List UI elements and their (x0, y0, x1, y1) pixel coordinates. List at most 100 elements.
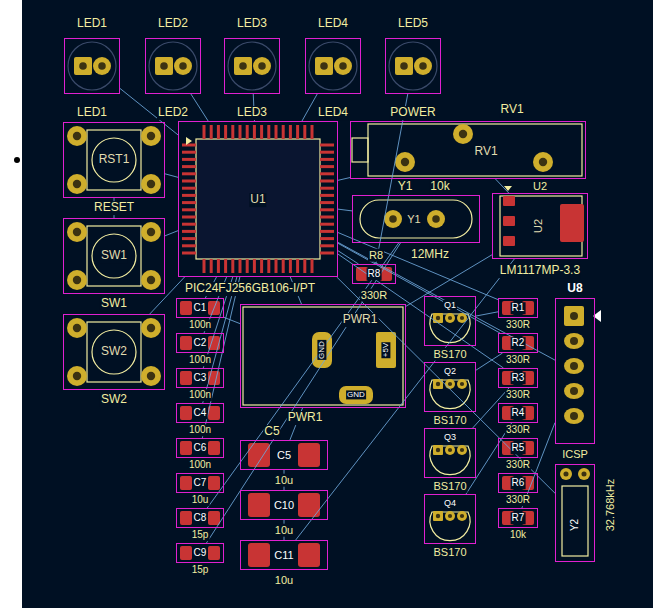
reference-label: C9 (193, 547, 208, 559)
drill-hole (432, 215, 440, 223)
smd-pin (320, 252, 334, 255)
smd-pin (275, 125, 278, 139)
through-hole-pad (457, 445, 467, 455)
reference-label: C6 (193, 442, 208, 454)
reference-label: R8 (368, 249, 384, 262)
square-pad (433, 445, 443, 455)
switch-body (87, 322, 141, 382)
reference-label: U2 (532, 180, 548, 193)
square-pad (74, 57, 92, 75)
smd-pin (320, 165, 334, 168)
value-label: LED1 (76, 106, 108, 120)
smd-pin (182, 201, 196, 204)
smd-pad (298, 443, 320, 467)
value-label: 10k (429, 180, 450, 194)
footprint-courtyard: C1110u (240, 540, 328, 570)
smd-pin (231, 259, 234, 273)
jack-pad (312, 332, 332, 368)
pot-body (368, 124, 582, 176)
through-hole-pad (93, 57, 111, 75)
value-label: 330R (505, 494, 531, 506)
footprint-courtyard: LED5POWER (385, 38, 441, 94)
value-label: LED4 (317, 106, 349, 120)
reference-label: Y2 (569, 518, 581, 532)
smd-pin (289, 125, 292, 139)
smd-pad (248, 543, 270, 567)
value-label: U2 (532, 218, 545, 234)
connector-body (243, 307, 403, 405)
reference-label: C10 (273, 499, 295, 512)
footprint-courtyard: C4100n (176, 403, 224, 423)
through-hole-pad (395, 152, 415, 172)
smd-pad (298, 543, 320, 567)
ratsnest-line (337, 277, 555, 493)
ratsnest-line (338, 178, 350, 181)
smd-pin (182, 158, 196, 161)
smd-pin (210, 259, 213, 273)
smd-pin (320, 223, 334, 226)
footprint-courtyard: C710u (176, 473, 224, 493)
drill-hole (73, 228, 81, 236)
pin-name: GND (317, 340, 326, 360)
footprint-courtyard: C1010u (240, 490, 328, 520)
smd-pin (253, 125, 256, 139)
drill-hole (460, 514, 464, 518)
footprint-courtyard: U8ICSP (555, 298, 595, 444)
value-label: 10k (509, 529, 527, 541)
drill-hole (448, 514, 452, 518)
drill-hole (460, 448, 464, 452)
through-hole-pad (427, 210, 445, 228)
smd-pad (248, 493, 270, 517)
reference-label: U1 (249, 193, 266, 207)
footprint-courtyard: C915p (176, 543, 224, 563)
reference-label: C8 (193, 512, 208, 524)
footprint-courtyard: SW1SW1 (63, 218, 165, 294)
footprint-courtyard: R1330R (498, 298, 538, 318)
value-label: 10u (274, 474, 294, 487)
footprint-courtyard: U2U2LM1117MP-3.3 (492, 193, 588, 259)
smd-pad (380, 267, 392, 281)
drill-hole (147, 132, 155, 140)
smd-pad (503, 236, 515, 246)
drill-hole (460, 316, 464, 320)
reference-label: R1 (511, 302, 526, 314)
smd-pin (320, 172, 334, 175)
drill-hole (73, 180, 81, 188)
drill-hole (147, 180, 155, 188)
smd-pad (180, 301, 192, 315)
square-pad (315, 57, 333, 75)
square-pad (433, 511, 443, 521)
drill-hole (570, 412, 578, 420)
led-outline (228, 42, 276, 90)
value-label: SW1 (100, 297, 128, 311)
board-ground (22, 0, 653, 608)
through-hole-pad (141, 270, 161, 290)
smd-pin (224, 259, 227, 273)
reference-label: LED3 (236, 17, 268, 31)
smd-pin (182, 144, 196, 147)
ratsnest-line (150, 277, 185, 314)
smd-pad (180, 371, 192, 385)
ratsnest-line (165, 231, 178, 236)
smd-pad (208, 546, 220, 560)
reference-label: C11 (273, 549, 294, 562)
footprint-courtyard: U1PIC24FJ256GB106-I/PT (178, 121, 338, 277)
footprint-courtyard: R4330R (498, 403, 538, 423)
value-label: 330R (505, 459, 531, 471)
footprint-courtyard: R8R8330R (352, 264, 396, 284)
value-label: ICSP (561, 448, 589, 461)
reference-label: Q4 (443, 498, 457, 508)
drill-hole (147, 228, 155, 236)
footprint-courtyard: LED3LED3 (224, 38, 280, 94)
drill-hole (320, 62, 328, 70)
smd-pin (182, 172, 196, 175)
smd-pin (260, 259, 263, 273)
value-label: 100n (188, 389, 212, 401)
smd-pad (208, 511, 220, 525)
ratsnest-line (338, 209, 352, 211)
cursor-dot (14, 157, 20, 163)
ratsnest-line (224, 317, 240, 323)
reference-label: SW1 (100, 249, 128, 263)
reference-label: R7 (511, 512, 526, 524)
